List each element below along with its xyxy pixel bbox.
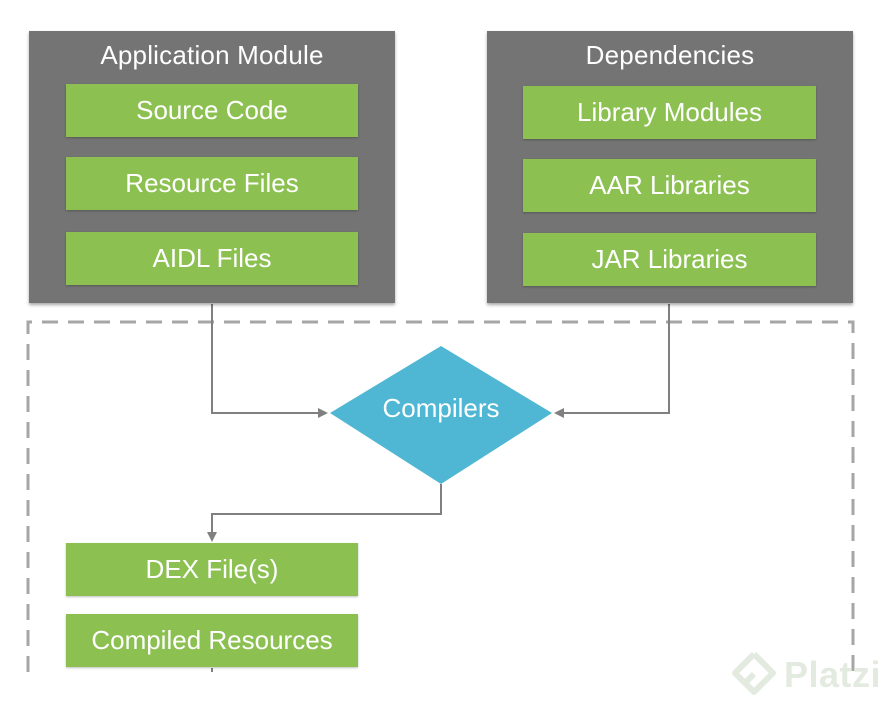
platzi-logo-icon [732, 651, 776, 695]
aar-libraries-box: AAR Libraries [523, 159, 816, 212]
dex-files-box: DEX File(s) [66, 543, 358, 596]
application-module-title: Application Module [100, 40, 324, 70]
dependencies-title: Dependencies [585, 40, 755, 70]
source-code-box: Source Code [66, 84, 358, 137]
library-modules-box: Library Modules [523, 86, 816, 139]
compilers-label: Compilers [382, 392, 500, 423]
connector-compilers-to-dex [207, 484, 442, 542]
compilers-diamond [330, 346, 552, 484]
aidl-files-box: AIDL Files [66, 232, 358, 285]
compiled-resources-box: Compiled Resources [66, 614, 358, 667]
connector-app-to-compilers [211, 304, 328, 418]
platzi-watermark: Platzi [732, 650, 881, 700]
connector-deps-to-compilers [554, 304, 670, 418]
platzi-watermark-text: Platzi [784, 654, 882, 695]
jar-libraries-box: JAR Libraries [523, 233, 816, 286]
build-boundary [26, 320, 855, 672]
resource-files-box: Resource Files [66, 157, 358, 210]
